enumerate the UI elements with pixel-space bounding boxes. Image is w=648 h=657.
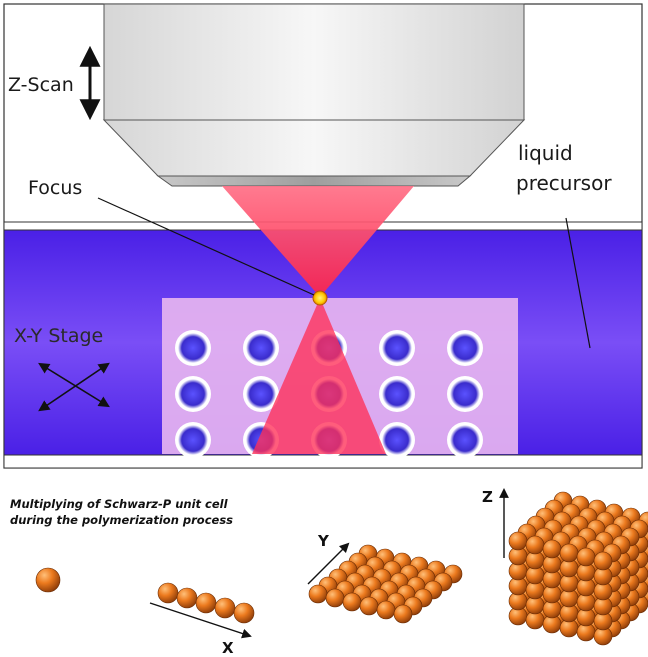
- unit-cell-sphere: [176, 587, 198, 609]
- unit-cell-sphere: [35, 567, 61, 593]
- lattice-hole: [382, 379, 412, 409]
- lattice-hole: [178, 425, 208, 455]
- laser-beam-lower: [252, 298, 386, 454]
- z-axis-label: Z: [482, 488, 493, 506]
- lattice-hole: [246, 333, 276, 363]
- xy-stage-arrows-icon: [38, 362, 110, 412]
- focus-label: Focus: [28, 177, 82, 199]
- liquid-precursor-label-2: precursor: [516, 171, 612, 195]
- unit-cell-single: [35, 567, 61, 593]
- unit-cell-row: [157, 582, 255, 624]
- liquid-leader-line: [565, 217, 591, 349]
- y-axis-arrow: [307, 542, 350, 585]
- unit-cell-cube: [508, 491, 648, 646]
- caption-line-2: during the polymerization process: [10, 513, 233, 527]
- unit-cell-sphere: [576, 547, 596, 567]
- lattice-hole: [178, 379, 208, 409]
- caption-line-1: Multiplying of Schwarz-P unit cell: [10, 497, 229, 511]
- lattice-hole: [450, 425, 480, 455]
- unit-cell-sphere: [214, 597, 236, 619]
- unit-cell-sphere: [157, 582, 179, 604]
- lattice-hole: [178, 333, 208, 363]
- focus-point: [312, 290, 328, 306]
- unit-cell-sphere: [593, 551, 613, 571]
- y-axis-label: Y: [317, 532, 330, 550]
- x-axis-label: X: [222, 639, 234, 657]
- lattice-hole: [246, 379, 276, 409]
- unit-cell-sphere: [525, 535, 545, 555]
- unit-cell-sphere: [342, 592, 362, 612]
- x-axis-arrow: [149, 602, 252, 639]
- lattice-hole: [450, 333, 480, 363]
- unit-cell-sphere: [359, 596, 379, 616]
- focus-leader-line: [97, 197, 315, 296]
- unit-cell-sphere: [325, 588, 345, 608]
- unit-cell-sphere: [308, 584, 328, 604]
- unit-cell-plane: [308, 544, 463, 624]
- objective-lens: [102, 3, 526, 187]
- unit-cell-sphere: [376, 600, 396, 620]
- unit-cell-sphere: [195, 592, 217, 614]
- liquid-precursor-label-1: liquid: [518, 141, 573, 165]
- z-scan-label: Z-Scan: [8, 74, 74, 96]
- lattice-hole: [382, 425, 412, 455]
- unit-cell-sphere: [393, 604, 413, 624]
- unit-cell-sphere: [559, 543, 579, 563]
- laser-beam-upper: [222, 186, 414, 297]
- unit-cell-sphere: [542, 539, 562, 559]
- lattice-hole: [450, 379, 480, 409]
- lattice-hole: [382, 333, 412, 363]
- unit-cell-sphere: [508, 531, 528, 551]
- unit-cell-sphere: [233, 602, 255, 624]
- xy-stage-label: X-Y Stage: [14, 325, 103, 347]
